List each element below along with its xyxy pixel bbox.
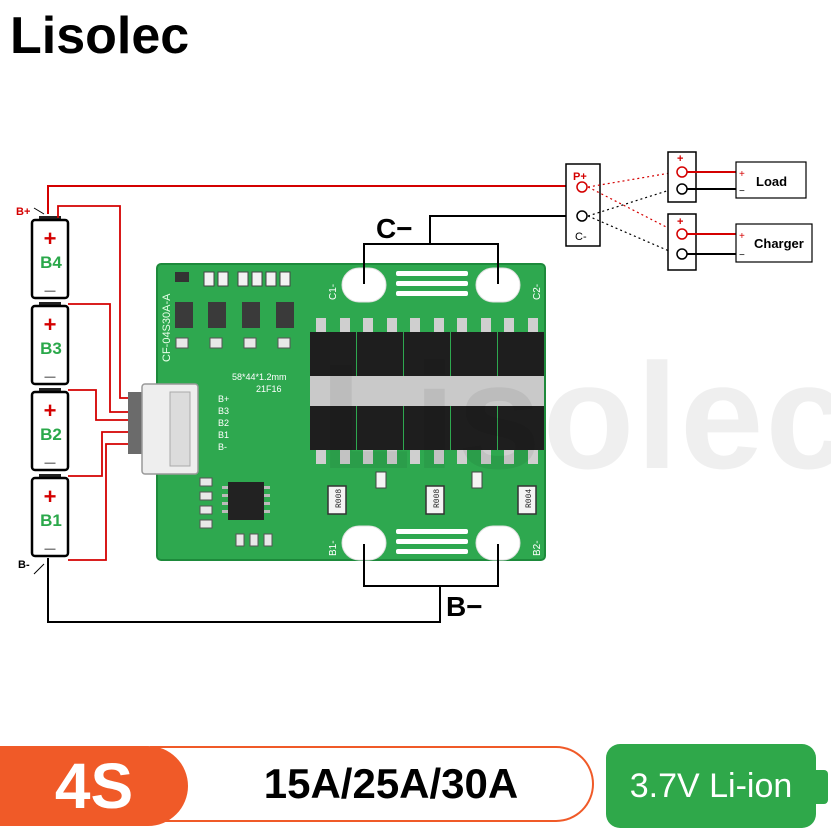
load-plus: + bbox=[739, 169, 745, 180]
load-minus: − bbox=[739, 186, 745, 197]
charger-label: Charger bbox=[754, 236, 804, 251]
bms-ic-chip bbox=[228, 482, 264, 520]
pack-b-minus-label: B- bbox=[18, 559, 30, 571]
pad-b2-label: B2- bbox=[532, 540, 543, 556]
pad-b1-label: B1- bbox=[328, 540, 339, 556]
current-ratings: 15A/25A/30A bbox=[263, 760, 519, 807]
c-minus-label: C− bbox=[376, 213, 413, 244]
load-device: + − Load bbox=[687, 161, 807, 199]
shunt-2-code: R008 bbox=[433, 489, 442, 508]
cell-b2-minus: — bbox=[45, 457, 56, 469]
conn-label-b3: B3 bbox=[218, 406, 229, 416]
c-minus-terminal-label: C- bbox=[575, 231, 587, 243]
charger-terminals: + bbox=[667, 213, 697, 271]
output-terminals: P+ C- bbox=[565, 163, 601, 247]
charger-minus: − bbox=[739, 250, 745, 261]
pad-c2-label: C2- bbox=[532, 284, 543, 300]
load-label: Load bbox=[756, 174, 787, 189]
spec-banner: 15A/25A/30A 4S 3.7V Li-ion bbox=[0, 742, 831, 831]
cell-b1-minus: — bbox=[45, 543, 56, 555]
chemistry-badge: 3.7V Li-ion bbox=[606, 744, 816, 828]
balance-wires bbox=[57, 205, 140, 561]
charger-terminal-plus-sign: + bbox=[677, 216, 683, 228]
conn-label-b-plus: B+ bbox=[218, 394, 229, 404]
cell-b3-plus: + bbox=[44, 312, 57, 337]
cell-b1-plus: + bbox=[44, 484, 57, 509]
charger-device: + − Charger bbox=[687, 223, 813, 263]
b-pads: B1- B2- bbox=[328, 525, 543, 561]
mosfet-row-bottom bbox=[310, 392, 544, 464]
bms-board: B+ B3 B2 B1 B- CF-04S30A-A 58*44*1.2mm 2… bbox=[128, 263, 546, 561]
conn-label-b-minus: B- bbox=[218, 442, 227, 452]
cell-b1-label: B1 bbox=[40, 511, 62, 530]
battery-pack: + B4 — + B3 — + B2 — + B1 — B+ bbox=[16, 206, 70, 575]
cell-b4-plus: + bbox=[44, 226, 57, 251]
board-size-text: 58*44*1.2mm bbox=[232, 372, 287, 382]
c-pads: C1- C2- bbox=[328, 267, 543, 303]
charger-plus: + bbox=[739, 231, 745, 242]
cell-b4-minus: — bbox=[45, 285, 56, 297]
current-rating-panel: 15A/25A/30A bbox=[150, 746, 594, 822]
shunt-1-code: R008 bbox=[335, 489, 344, 508]
conn-label-b2: B2 bbox=[218, 418, 229, 428]
brand-title: Lisolec bbox=[10, 7, 190, 65]
cell-b3-label: B3 bbox=[40, 339, 62, 358]
chemistry-label: 3.7V Li-ion bbox=[629, 766, 793, 805]
cell-b4-label: B4 bbox=[40, 253, 62, 272]
bms-wiring-diagram: + B4 — + B3 — + B2 — + B1 — B+ bbox=[16, 151, 813, 623]
shunt-3-code: R004 bbox=[525, 489, 534, 508]
cell-count-badge: 4S bbox=[0, 746, 188, 826]
cell-b1: + B1 — bbox=[30, 474, 70, 558]
cell-b2-plus: + bbox=[44, 398, 57, 423]
c-minus-callout: C− bbox=[363, 213, 499, 284]
shunt-resistors: R008 R008 R004 bbox=[327, 471, 537, 515]
b-minus-label: B− bbox=[446, 591, 483, 622]
load-terminal-plus-sign: + bbox=[677, 153, 683, 165]
pack-b-plus-label: B+ bbox=[16, 206, 30, 218]
b-minus-callout: B− bbox=[363, 544, 499, 622]
left-passives bbox=[199, 477, 273, 547]
conn-label-b1: B1 bbox=[218, 430, 229, 440]
p-plus-terminal bbox=[576, 181, 588, 193]
cell-b3-minus: — bbox=[45, 371, 56, 383]
cell-b2-label: B2 bbox=[40, 425, 62, 444]
top-components bbox=[175, 271, 294, 349]
cell-count: 4S bbox=[54, 750, 134, 822]
board-date-code: 21F16 bbox=[256, 384, 282, 394]
p-plus-label: P+ bbox=[573, 171, 587, 183]
output-dotted-links bbox=[587, 171, 677, 255]
cell-b3: + B3 — bbox=[30, 302, 70, 386]
mosfet-row-top bbox=[310, 318, 544, 392]
board-model-text: CF-04S30A-A bbox=[161, 293, 173, 362]
cell-b2: + B2 — bbox=[30, 388, 70, 472]
c-minus-terminal bbox=[576, 210, 588, 222]
load-terminals: + bbox=[667, 151, 697, 203]
pad-c1-label: C1- bbox=[328, 284, 339, 300]
cell-b4: + B4 — bbox=[30, 216, 70, 300]
battery-nub-icon bbox=[816, 770, 828, 804]
power-wires bbox=[47, 185, 568, 623]
